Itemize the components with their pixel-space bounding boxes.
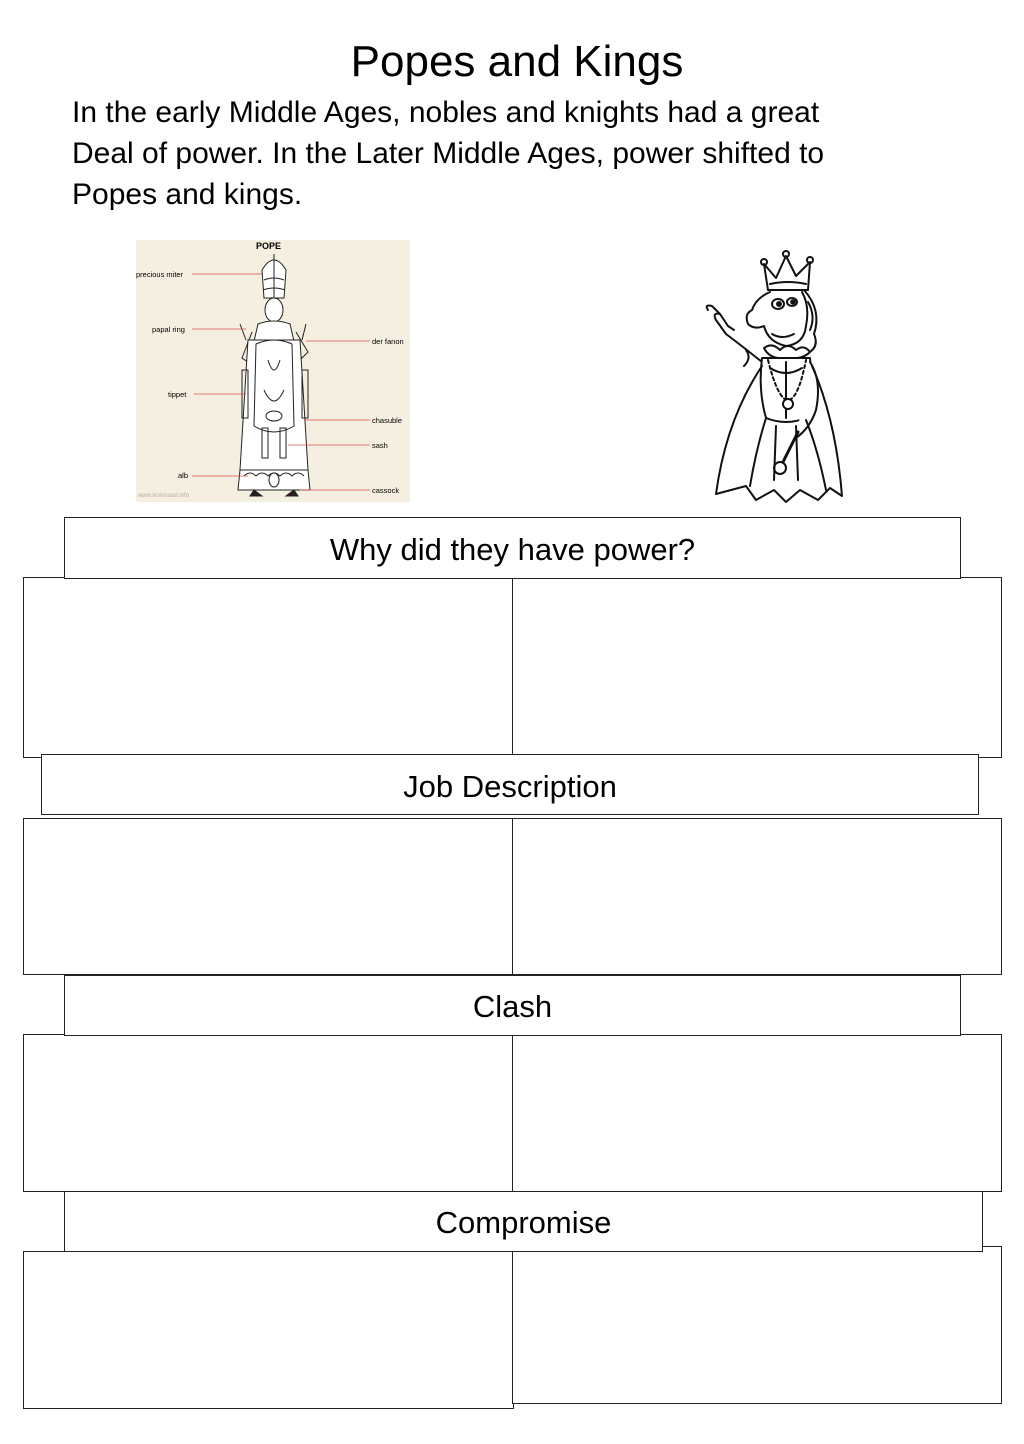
intro-line: Deal of power. In the Later Middle Ages,… xyxy=(72,137,825,170)
section-header-label: Why did they have power? xyxy=(329,532,696,567)
label-sash: sash xyxy=(372,441,388,450)
label-tippet: tippet xyxy=(168,390,187,399)
answer-box-king-why-power[interactable] xyxy=(512,577,1002,758)
label-papal-ring: papal ring xyxy=(152,325,185,334)
label-precious-miter: precious miter xyxy=(136,270,184,279)
diagram-watermark: www.ikonisoud.info xyxy=(138,493,190,499)
answer-box-pope-compromise[interactable] xyxy=(23,1251,514,1409)
label-chasuble: chasuble xyxy=(372,416,403,425)
answer-box-king-clash[interactable] xyxy=(512,1034,1002,1192)
answer-box-king-job-description[interactable] xyxy=(512,818,1002,975)
intro-paragraph: In the early Middle Ages, nobles and kni… xyxy=(72,92,1012,215)
answer-box-pope-job-description[interactable] xyxy=(23,818,514,975)
king-drawing xyxy=(705,250,843,503)
label-alb: alb xyxy=(178,471,189,480)
section-header-job-description: Job Description xyxy=(41,754,979,815)
section-header-label: Job Description xyxy=(403,769,617,804)
section-header-compromise: Compromise xyxy=(64,1191,983,1252)
section-header-label: Compromise xyxy=(435,1205,612,1240)
answer-box-pope-why-power[interactable] xyxy=(23,577,514,758)
section-header-why-power: Why did they have power? xyxy=(64,517,961,579)
pope-diagram-heading: POPE xyxy=(256,241,282,251)
section-header-label: Clash xyxy=(472,989,553,1024)
label-cassock: cassock xyxy=(372,486,400,495)
section-header-clash: Clash xyxy=(64,975,961,1036)
label-der-fanon: der fanon xyxy=(372,337,404,346)
intro-line: Popes and kings. xyxy=(72,178,303,211)
intro-line: In the early Middle Ages, nobles and kni… xyxy=(72,96,820,129)
page-title: Popes and Kings xyxy=(350,37,684,86)
answer-box-pope-clash[interactable] xyxy=(23,1034,514,1192)
answer-box-king-compromise[interactable] xyxy=(512,1246,1002,1404)
pope-figure-drawing xyxy=(192,254,370,497)
king-cartoon-image xyxy=(686,250,846,506)
pope-diagram-image: POPE precious miter papal ring tippet al… xyxy=(136,240,410,502)
